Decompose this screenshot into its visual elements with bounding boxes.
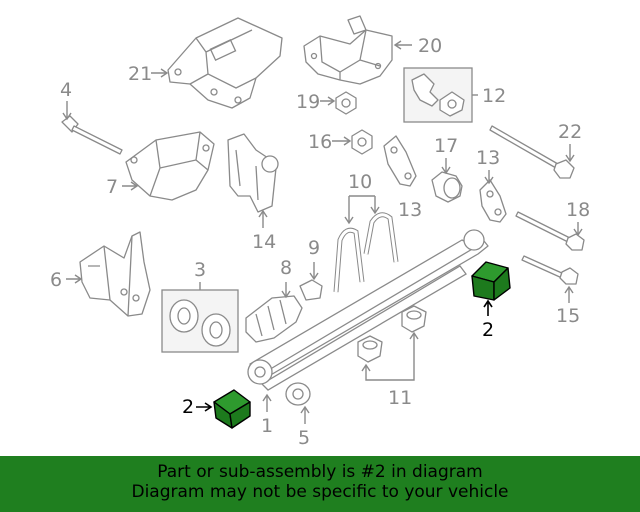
callout-3: 3 (194, 259, 206, 281)
part-11-bushings[interactable] (357, 305, 427, 363)
callout-18: 18 (566, 199, 590, 221)
part-21-bracket[interactable] (167, 17, 283, 109)
callout-15: 15 (556, 305, 580, 327)
callout-13a: 13 (398, 199, 422, 221)
callout-2-left: 2 (182, 396, 194, 418)
leader-1 (262, 393, 272, 412)
leader-7 (122, 181, 139, 191)
leader-22 (565, 144, 575, 163)
callout-12: 12 (482, 85, 506, 107)
parts-diagram: 21 20 4 7 14 19 16 (50, 15, 590, 449)
part-2-bumper-right[interactable] (471, 261, 511, 301)
part-14-shackle[interactable] (227, 133, 279, 213)
leader-19 (320, 96, 336, 106)
banner-line-2: Diagram may not be specific to your vehi… (131, 482, 509, 502)
callout-9: 9 (308, 237, 320, 259)
leader-11 (361, 331, 419, 381)
leader-2-right (483, 299, 493, 316)
part-12-bushing-kit[interactable] (403, 67, 473, 123)
callout-7: 7 (106, 176, 118, 198)
part-4-bolt[interactable] (61, 115, 123, 155)
callout-17: 17 (434, 135, 458, 157)
part-1-leaf-spring[interactable] (247, 229, 489, 391)
callout-6: 6 (50, 269, 62, 291)
part-5-bushing[interactable] (285, 382, 311, 406)
leader-17 (441, 158, 451, 175)
part-7-hanger[interactable] (125, 131, 215, 201)
leader-20 (393, 40, 412, 50)
callout-11: 11 (388, 387, 412, 409)
part-6-bracket[interactable] (79, 231, 151, 317)
part-10-u-bolts[interactable] (333, 212, 399, 293)
leader-5 (300, 405, 310, 424)
leader-16 (332, 136, 352, 146)
callout-21: 21 (128, 63, 152, 85)
part-9-clip[interactable] (299, 279, 323, 301)
banner-line-1: Part or sub-assembly is #2 in diagram (157, 462, 483, 482)
callout-13b: 13 (476, 147, 500, 169)
leader-4 (62, 101, 72, 121)
callout-10: 10 (348, 171, 372, 193)
callout-20: 20 (418, 35, 442, 57)
part-19-nut[interactable] (335, 91, 357, 115)
leader-10 (344, 195, 380, 225)
leader-14 (258, 209, 268, 228)
callout-5: 5 (298, 427, 310, 449)
info-banner: Part or sub-assembly is #2 in diagram Di… (0, 456, 640, 512)
part-8-bumper[interactable] (245, 295, 303, 343)
part-2-bumper-left[interactable] (213, 389, 251, 429)
callout-1: 1 (261, 415, 273, 437)
part-15-bolt[interactable] (521, 255, 579, 285)
callout-4: 4 (60, 79, 72, 101)
callout-2-right: 2 (482, 319, 494, 341)
part-17-bushing[interactable] (431, 171, 463, 203)
part-16-nut[interactable] (351, 129, 373, 155)
leader-8 (281, 282, 291, 299)
part-18-bolt[interactable] (515, 211, 585, 251)
part-13a-plate[interactable] (383, 135, 417, 187)
leader-2-left (196, 402, 213, 412)
callout-14: 14 (252, 231, 276, 253)
part-20-bracket[interactable] (303, 15, 393, 85)
leader-9 (309, 262, 319, 281)
leader-21 (151, 68, 169, 78)
leader-15 (564, 285, 574, 303)
part-3-bushing-kit[interactable] (161, 289, 239, 353)
part-13b-plate[interactable] (479, 179, 507, 223)
leader-6 (66, 274, 83, 284)
leader-13b (484, 170, 494, 185)
part-22-bolt[interactable] (489, 125, 575, 179)
callout-16: 16 (308, 131, 332, 153)
callout-22: 22 (558, 121, 582, 143)
callout-8: 8 (280, 257, 292, 279)
leader-18 (573, 222, 583, 237)
callout-19: 19 (296, 91, 320, 113)
